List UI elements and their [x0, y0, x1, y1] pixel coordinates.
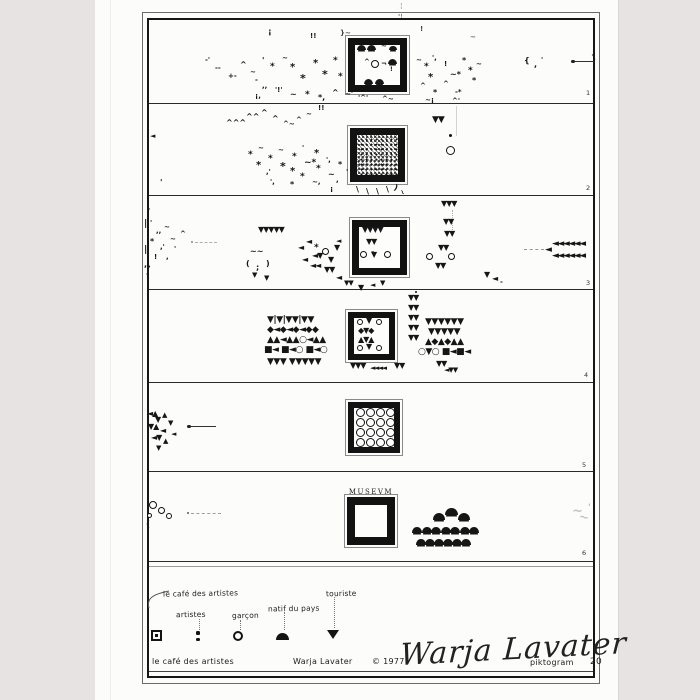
- natif-dome-icon: [276, 633, 289, 640]
- touriste-triangle-icon: [327, 630, 339, 639]
- legend-connector: [147, 590, 170, 609]
- museum-square-panel-5: [345, 399, 403, 456]
- legend-pointer-natif: [284, 612, 285, 630]
- cafe-square-icon: [151, 630, 162, 641]
- museum-square-panel-2: [347, 125, 408, 185]
- panel-number-3: 3: [586, 279, 591, 287]
- panel-number-1: 1: [586, 89, 591, 97]
- garcon-circle-icon: [233, 631, 243, 641]
- museum-square-panel-4: [345, 309, 398, 363]
- paper-crease: [110, 0, 111, 700]
- caption-type-label: piktogram: [530, 658, 574, 667]
- legend-pointer-garcon: [240, 620, 241, 630]
- panel-number-4: 4: [584, 371, 589, 379]
- panel-separator-5: [149, 471, 593, 472]
- legend-title: le café des artistes: [162, 588, 239, 599]
- panel-separator-6: [149, 561, 593, 562]
- museum-label: MUSEVM: [348, 488, 394, 496]
- drawing-frame-outer: [142, 12, 600, 684]
- panel-number-6: 6: [582, 549, 587, 557]
- legend-label-garcon: garçon: [231, 610, 260, 621]
- legend-pointer-touriste: [334, 597, 335, 628]
- drawing-frame-inner: [147, 18, 595, 678]
- caption-title: le café des artistes: [152, 657, 234, 666]
- museum-square-panel-3: [349, 217, 410, 278]
- caption-artist-name: Warja Lavater: [293, 657, 353, 666]
- caption-copyright: © 1977: [372, 657, 405, 666]
- caption-page-number: 20: [590, 657, 603, 667]
- panel-number-5: 5: [582, 461, 587, 469]
- legend-label-touriste: touriste: [325, 588, 357, 599]
- legend-label-artistes: artistes: [175, 609, 206, 620]
- panel-separator-6b: [149, 566, 593, 567]
- museum-square-panel-1: [345, 35, 410, 95]
- panel-separator-4: [149, 382, 593, 383]
- panel-separator-3: [149, 289, 593, 290]
- artistes-two-dots-icon: [196, 631, 200, 644]
- legend-pointer-artistes: [199, 619, 200, 630]
- panel-separator-2: [149, 195, 593, 196]
- legend-label-natif: natif du pays: [267, 603, 320, 614]
- panel-number-2: 2: [586, 184, 591, 192]
- crowd-texture: [357, 135, 398, 175]
- museum-square-panel-6: [344, 494, 398, 548]
- panel-separator-1: [149, 103, 593, 104]
- caption-rule: [149, 671, 593, 672]
